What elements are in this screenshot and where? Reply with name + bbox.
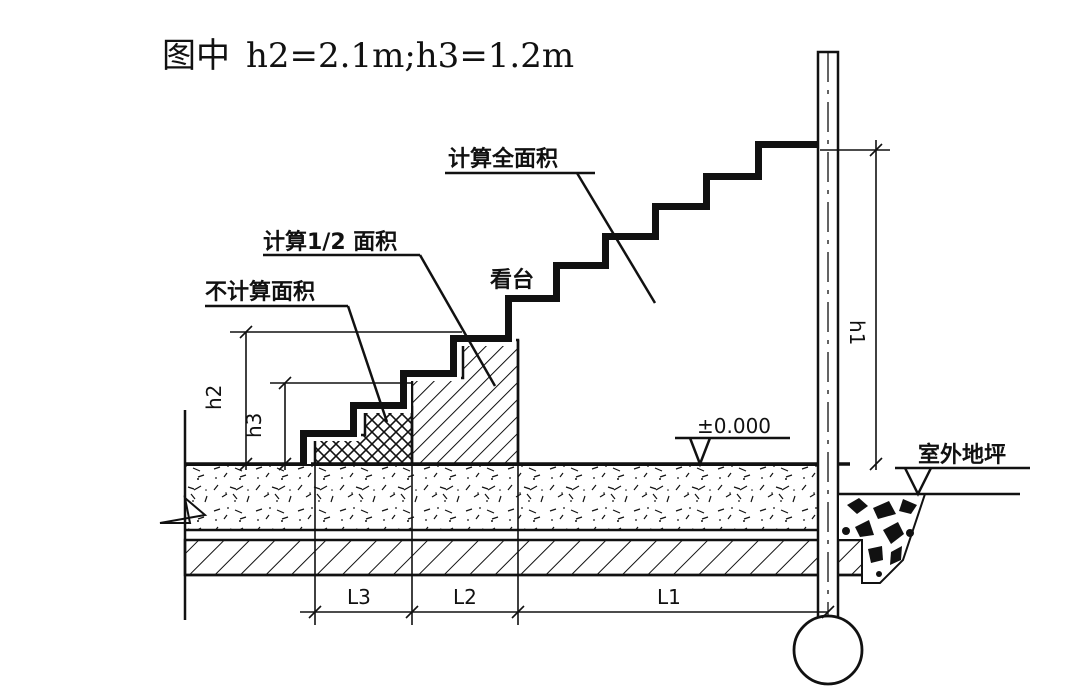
stand-stepped-profile-outer: [300, 141, 825, 464]
l1-right-tick: [821, 605, 835, 619]
h2-label: h2: [202, 385, 226, 410]
ground-fill: [184, 464, 831, 531]
l1-label: L1: [657, 585, 681, 609]
stand-stepped-profile-inner: [307, 148, 825, 464]
outdoor-ground-label: 室外地坪: [918, 442, 1006, 468]
outdoor-gravel-area: [837, 493, 927, 584]
right-wall-column: [816, 50, 840, 621]
half-area-leader: [418, 254, 497, 387]
gravel-stones: [842, 498, 917, 577]
h3-tick-top: [278, 376, 292, 390]
outdoor-level-marker: [903, 467, 933, 497]
l3-left-tick: [308, 605, 322, 619]
l2-right-tick: [511, 605, 525, 619]
half-area-hatch: [410, 338, 520, 466]
axis-circle: [792, 614, 864, 686]
diagram-title-prefix: 图中: [162, 36, 230, 76]
full-area-label: 计算全面积: [448, 146, 558, 172]
h1-tick-top: [869, 143, 883, 157]
h3-tick-bottom: [278, 457, 292, 471]
no-area-leader: [346, 305, 389, 423]
diagram-title-formula: h2=2.1m;h3=1.2m: [246, 36, 574, 76]
elevation-marker: [688, 437, 712, 468]
elevation-label: ±0.000: [697, 414, 771, 438]
no-area-label: 不计算面积: [205, 279, 315, 305]
foundation-slab: [183, 538, 867, 577]
l3-right-tick: [405, 605, 419, 619]
h1-label: h1: [845, 320, 869, 345]
h2-tick-top: [239, 325, 253, 339]
full-area-leader: [575, 172, 657, 304]
l3-label: L3: [347, 585, 371, 609]
stand-label: 看台: [490, 267, 534, 293]
h3-label: h3: [242, 413, 266, 438]
half-area-label: 计算1/2 面积: [263, 229, 397, 255]
h2-tick-bottom: [239, 457, 253, 471]
l2-label: L2: [453, 585, 477, 609]
h1-tick-bottom: [869, 457, 883, 471]
